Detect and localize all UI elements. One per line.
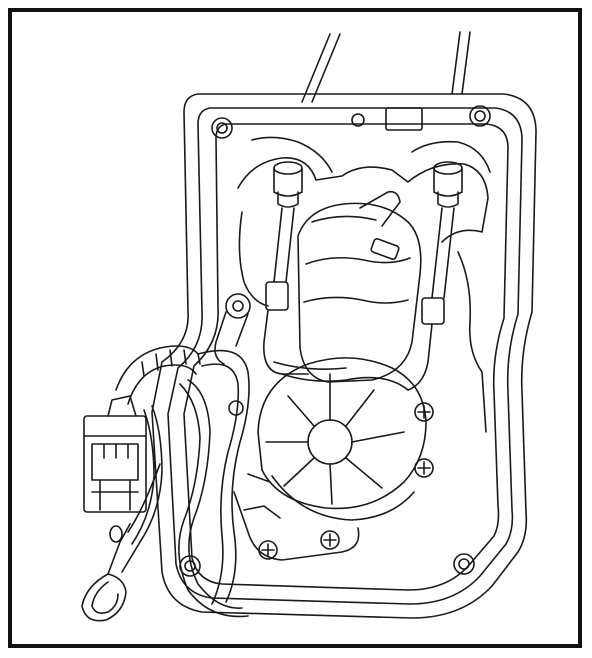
cable-guide-left: [263, 161, 309, 375]
inner-liner: [237, 136, 491, 433]
pivot-bolt: [214, 293, 251, 365]
lower-bracket: [233, 473, 360, 561]
screws: [228, 400, 434, 560]
cable-guide-right: [407, 161, 463, 391]
regulator-motor: [297, 190, 422, 383]
module-panel: [151, 93, 537, 619]
wiring-harness: [115, 345, 250, 618]
top-cables: [301, 31, 471, 103]
mounting-holes: [179, 105, 491, 577]
gear-housing: [257, 357, 427, 521]
cable-loop: [273, 361, 409, 391]
gear-spokes: [265, 373, 405, 505]
figure-frame: [8, 8, 582, 648]
ground-lead: [81, 463, 161, 622]
connector: [83, 395, 147, 513]
line-art-illustration: [81, 31, 537, 622]
